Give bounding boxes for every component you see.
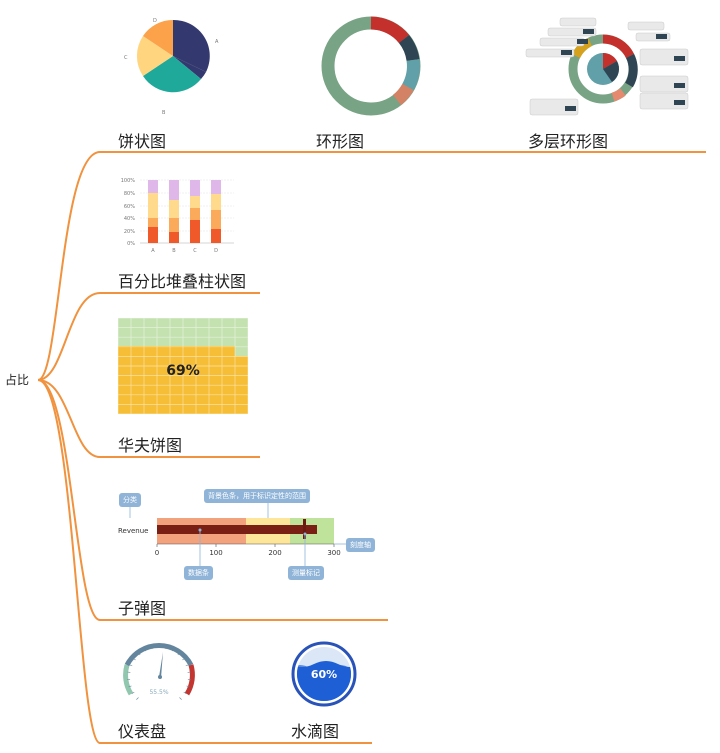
gauge-tick-marks bbox=[127, 645, 191, 700]
bullet-callout-bar: 数据条 bbox=[184, 566, 213, 580]
node-multi-donut-label[interactable]: 多层环形图 bbox=[528, 132, 609, 151]
donut-seg-orange bbox=[392, 83, 414, 106]
pie-slice-a2 bbox=[173, 56, 206, 79]
bullet-tick-300: 300 bbox=[327, 549, 340, 557]
multi-donut-outer-salmon bbox=[611, 88, 626, 102]
node-pie-label[interactable]: 饼状图 bbox=[118, 132, 167, 151]
node-gauge-label[interactable]: 仪表盘 bbox=[118, 722, 167, 741]
stacked-ytick-labels: 100% 80% 60% 40% 20% 0% bbox=[121, 178, 136, 247]
pie-label-d: D bbox=[153, 18, 157, 24]
liquid-outer-ring bbox=[291, 641, 357, 707]
node-stacked-label[interactable]: 百分比堆叠柱状图 bbox=[118, 272, 247, 291]
ytick-60: 60% bbox=[124, 204, 135, 210]
pie-slice-d bbox=[143, 19, 173, 56]
xtick-a: A bbox=[151, 248, 155, 254]
connector-gauge-row bbox=[37, 379, 372, 744]
multi-donut-inner-red bbox=[603, 52, 617, 69]
bullet-measure-bar bbox=[157, 525, 317, 534]
xtick-d: D bbox=[214, 248, 218, 254]
pie-label-a: A bbox=[215, 39, 219, 45]
bullet-callout-scale: 刻度轴 bbox=[346, 538, 375, 552]
pie-chart-thumbnail: D A B C bbox=[124, 18, 219, 116]
multi-donut-outer-gold bbox=[571, 37, 593, 59]
pie-label-c: C bbox=[124, 55, 128, 61]
bullet-axis-ticks bbox=[156, 544, 335, 547]
ytick-20: 20% bbox=[124, 229, 135, 235]
donut-seg-navy bbox=[398, 34, 420, 62]
stacked-bar-thumbnail: 100% 80% 60% 40% 20% 0% A B C D bbox=[121, 178, 234, 254]
waffle-grid-lines bbox=[117, 317, 249, 415]
gauge-arc-blue bbox=[124, 642, 194, 667]
waffle-chart-thumbnail: 69% bbox=[117, 317, 249, 415]
donut-seg-red bbox=[370, 16, 410, 44]
bullet-chart-thumbnail: 0 100 200 300 Revenue bbox=[118, 500, 348, 566]
xtick-b: B bbox=[172, 248, 176, 254]
pie-slice-c bbox=[136, 36, 173, 76]
bullet-tick-0: 0 bbox=[155, 549, 159, 557]
bullet-callout-category: 分类 bbox=[119, 493, 141, 507]
ytick-0: 0% bbox=[127, 241, 135, 247]
node-donut-label[interactable]: 环形图 bbox=[316, 132, 365, 151]
stacked-bar-b bbox=[169, 180, 179, 243]
gauge-arc-red bbox=[184, 664, 195, 696]
donut-seg-teal bbox=[402, 59, 420, 91]
xtick-c: C bbox=[193, 248, 197, 254]
multi-donut-thumbnail bbox=[525, 17, 689, 116]
waffle-value-text: 69% bbox=[166, 363, 200, 379]
ytick-100: 100% bbox=[121, 178, 136, 184]
stacked-bar-d bbox=[211, 180, 221, 243]
multi-donut-inner-navy bbox=[603, 61, 620, 82]
connector-bullet bbox=[37, 379, 388, 621]
donut-chart-thumbnail bbox=[321, 16, 421, 116]
multi-donut-callout-tags bbox=[561, 29, 685, 111]
pie-label-b: B bbox=[162, 110, 166, 116]
gauge-value-text: 55.5% bbox=[149, 689, 168, 696]
gauge-thumbnail: 55.5% bbox=[123, 642, 195, 700]
pie-slice-a bbox=[173, 19, 210, 72]
node-liquid-label[interactable]: 水滴图 bbox=[291, 722, 340, 741]
connector-waffle bbox=[37, 379, 260, 458]
ytick-80: 80% bbox=[124, 191, 135, 197]
multi-donut-outer-navy bbox=[624, 53, 638, 88]
ytick-40: 40% bbox=[124, 216, 135, 222]
gauge-needle-hub bbox=[158, 675, 162, 679]
node-bullet-label[interactable]: 子弹图 bbox=[118, 599, 167, 618]
bullet-callout-marker: 测量标记 bbox=[288, 566, 324, 580]
node-waffle-label[interactable]: 华夫饼图 bbox=[118, 436, 183, 455]
bullet-tick-labels: 0 100 200 300 bbox=[155, 549, 341, 557]
bullet-callout-background: 背景色条，用于标识定性的范围 bbox=[204, 489, 310, 503]
stacked-xtick-labels: A B C D bbox=[151, 248, 218, 254]
root-node-label[interactable]: 占比 bbox=[5, 373, 30, 387]
multi-donut-outer-red bbox=[602, 34, 635, 59]
bullet-row-label: Revenue bbox=[118, 527, 149, 535]
liquid-value-text: 60% bbox=[311, 668, 337, 681]
bullet-tick-100: 100 bbox=[209, 549, 222, 557]
liquid-fill-thumbnail: 60% bbox=[291, 641, 357, 707]
bullet-target-marker bbox=[303, 519, 306, 539]
gauge-needle bbox=[159, 652, 163, 678]
pie-slice-b bbox=[143, 56, 201, 93]
connector-stacked bbox=[37, 292, 260, 381]
branch-connectors bbox=[37, 151, 706, 744]
bullet-tick-200: 200 bbox=[268, 549, 281, 557]
gauge-arc-green bbox=[123, 664, 134, 696]
stacked-bar-a bbox=[148, 180, 158, 243]
connector-pie-row bbox=[37, 151, 706, 381]
stacked-bar-c bbox=[190, 180, 200, 243]
